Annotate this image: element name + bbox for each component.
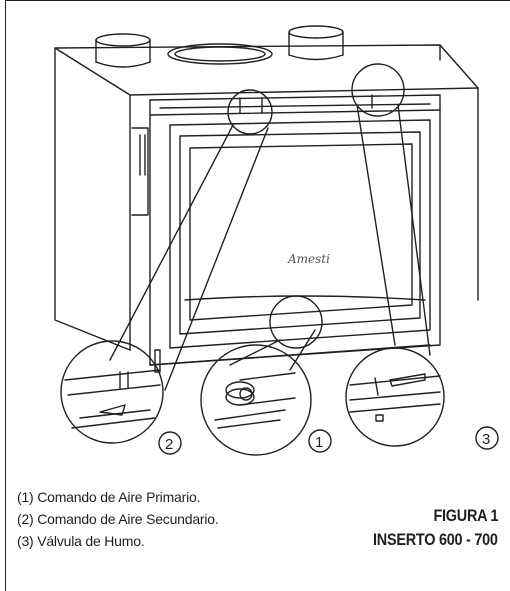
legend-item-secondary-air: (2) Comando de Aire Secundario. (17, 511, 219, 527)
legend-item-smoke-valve: (3) Válvula de Humo. (17, 533, 145, 549)
figure-title: INSERTO 600 - 700 (373, 530, 498, 549)
figure-number: FIGURA 1 (433, 506, 498, 525)
callout-1-number: 1 (315, 434, 323, 451)
callout-badge-2: 2 (158, 431, 182, 455)
legend-item-primary-air: (1) Comando de Aire Primario. (17, 489, 201, 505)
frame-left-border (5, 0, 6, 591)
detail-circle-3 (345, 347, 445, 447)
top-collars (95, 25, 344, 68)
callout-connectors (109, 104, 431, 391)
insert-body (54, 44, 479, 351)
brand-mark: Amesti (287, 252, 330, 266)
magnifier-targets (227, 63, 405, 349)
front-frame (131, 94, 441, 366)
callout-3-number: 3 (482, 431, 490, 448)
detail-circle-2 (60, 340, 164, 444)
callout-2-number: 2 (165, 436, 173, 453)
callout-badge-1: 1 (308, 429, 332, 453)
detail-circle-1 (200, 344, 312, 456)
callout-badge-3: 3 (475, 426, 499, 450)
frame-top-border (5, 0, 510, 1)
